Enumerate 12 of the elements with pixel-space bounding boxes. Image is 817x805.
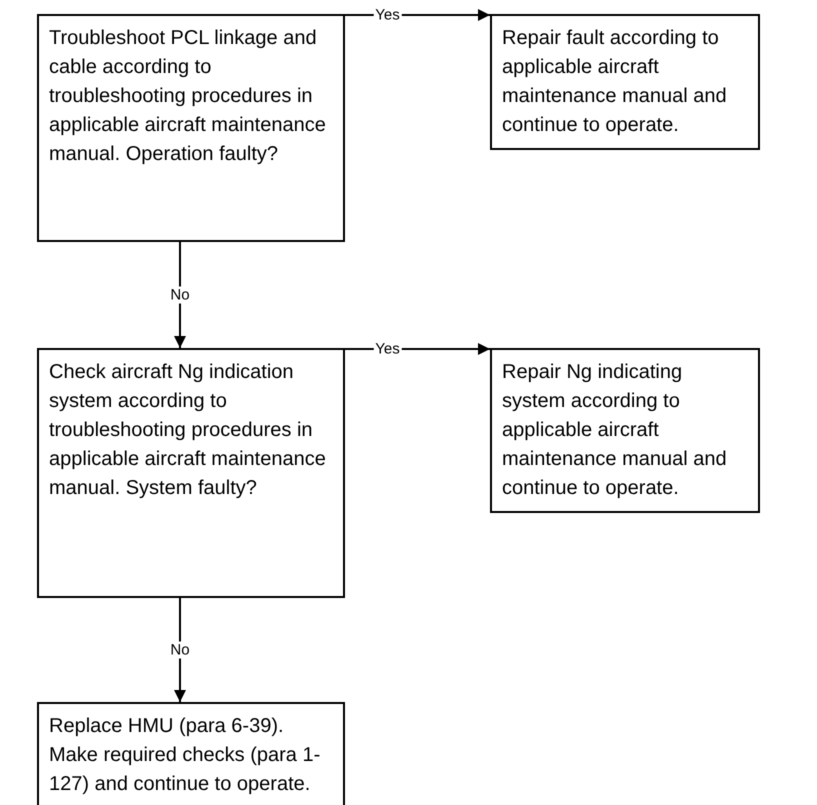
box-text: Replace HMU (para 6-39). Make required checks (para 1-127) and continue to operate.: [49, 714, 322, 797]
process-box: [490, 14, 760, 150]
process-box: [37, 14, 345, 242]
box-text: Check aircraft Ng indication system according to troubleshooting procedures in applicable aircraft maintenance manual. System faulty?: [49, 360, 327, 501]
box-text: Repair Ng indicating system according to applicable aircraft maintenance manual and continue to operate.: [502, 360, 728, 501]
arrow: [174, 598, 186, 702]
process-box: [37, 348, 345, 598]
arrow: [174, 242, 186, 348]
process-box: [490, 348, 760, 513]
box-text: Repair fault according to applicable aircraft maintenance manual and continue to operate.: [502, 26, 728, 138]
box-text: Troubleshoot PCL linkage and cable according to troubleshooting procedures in applicable aircraft maintenance manual. Operation faulty?: [49, 26, 327, 167]
process-box: [37, 702, 345, 805]
